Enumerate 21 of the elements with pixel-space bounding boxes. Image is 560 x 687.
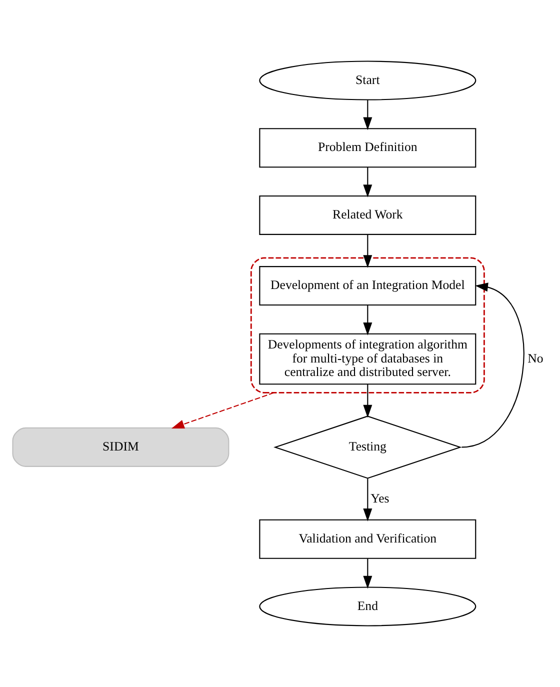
arrow	[363, 384, 372, 418]
arrow	[363, 234, 372, 268]
arrow	[462, 282, 524, 448]
edge-label: Yes	[370, 491, 390, 506]
node-diamond: Testing	[274, 416, 462, 479]
node-box: SIDIM	[12, 427, 230, 467]
arrow	[363, 305, 372, 336]
arrow	[363, 558, 372, 589]
node-box: Related Work	[259, 195, 476, 235]
node-box: Developments of integration algorithm for multi-type of databases in centralize and distributed server.	[259, 333, 476, 385]
arrow	[363, 478, 372, 522]
node-ellipse: End	[259, 586, 476, 626]
edge-label: No	[528, 351, 544, 366]
node-ellipse: Start	[259, 60, 476, 100]
node-box: Problem Definition	[259, 128, 476, 168]
arrow	[363, 167, 372, 198]
cluster	[250, 257, 485, 394]
arrow	[363, 100, 372, 130]
arrow	[171, 392, 274, 428]
node-box: Development of an Integration Model	[259, 266, 476, 306]
node-box: Validation and Verification	[259, 519, 476, 559]
